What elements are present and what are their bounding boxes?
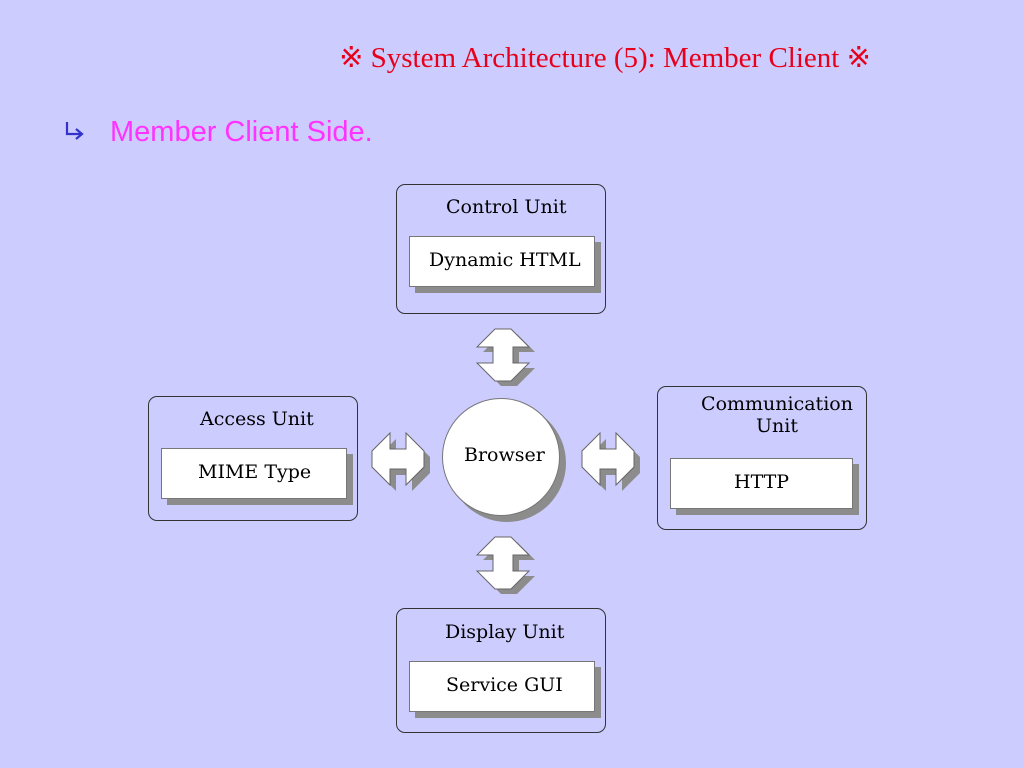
dynamic-html-box xyxy=(409,236,595,287)
connector-right xyxy=(581,432,640,491)
communication-unit-label-line1: Communication xyxy=(701,393,853,415)
bullet-item: Member Client Side. xyxy=(62,112,373,152)
right-arrow-curved-icon xyxy=(62,119,88,145)
dynamic-html-label: Dynamic HTML xyxy=(429,249,581,271)
slide-title: ※ System Architecture (5): Member Client… xyxy=(339,42,871,74)
http-box xyxy=(670,458,853,509)
control-unit-label: Control Unit xyxy=(446,196,567,218)
connector-left xyxy=(371,432,430,491)
communication-unit-label-line2: Unit xyxy=(756,415,798,438)
mime-type-label: MIME Type xyxy=(198,461,312,483)
bullet-text: Member Client Side. xyxy=(110,115,373,148)
communication-unit-label: Communication Unit xyxy=(692,393,862,438)
service-gui-box xyxy=(409,661,595,712)
service-gui-label: Service GUI xyxy=(446,674,563,696)
access-unit-label: Access Unit xyxy=(200,408,314,430)
mime-type-box xyxy=(161,448,347,499)
browser-label: Browser xyxy=(464,444,545,466)
connector-bottom xyxy=(476,536,535,594)
display-unit-label: Display Unit xyxy=(445,621,565,643)
browser-circle xyxy=(442,398,560,516)
connector-top xyxy=(476,328,535,386)
http-label: HTTP xyxy=(734,471,790,493)
